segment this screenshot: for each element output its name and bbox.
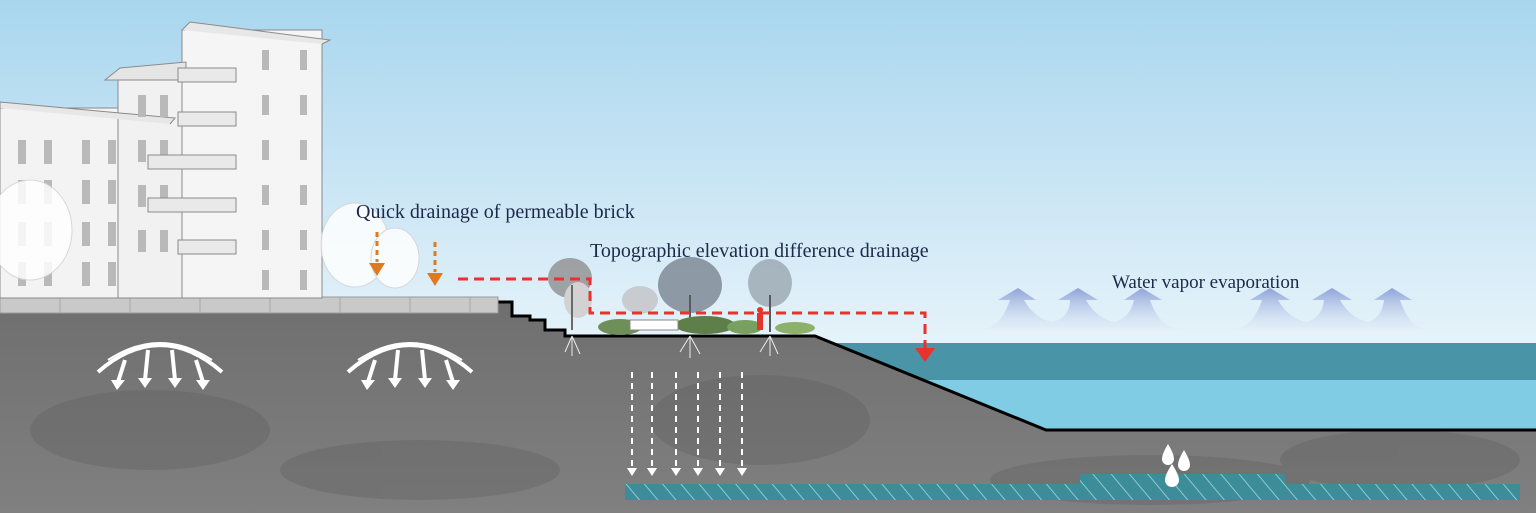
terrain-outline bbox=[498, 300, 1536, 432]
bench bbox=[629, 319, 679, 331]
quick-drainage-label: Quick drainage of permeable brick bbox=[356, 201, 635, 223]
person-red bbox=[757, 307, 763, 330]
evaporation-label: Water vapor evaporation bbox=[1112, 272, 1300, 293]
water-surface bbox=[820, 343, 1536, 383]
vapor-wave-icon bbox=[978, 288, 1185, 330]
topographic-drainage-label: Topographic elevation difference drainag… bbox=[590, 240, 929, 262]
groundwater-mound bbox=[1080, 474, 1285, 486]
orange-drain-arrow-2 bbox=[427, 242, 443, 286]
water-drops-icon bbox=[1162, 444, 1190, 487]
arch-arrows-icon bbox=[346, 342, 474, 383]
arch-arrows-icon bbox=[96, 342, 224, 383]
shrubs bbox=[598, 316, 815, 335]
permeable-paving bbox=[0, 296, 499, 314]
orange-drain-arrow-1 bbox=[369, 232, 385, 276]
ground-section bbox=[0, 302, 1536, 513]
red-flow-path bbox=[458, 277, 927, 348]
red-flow-arrowhead bbox=[915, 348, 935, 362]
tree-roots bbox=[564, 335, 779, 358]
groundwater-layer bbox=[625, 484, 1520, 500]
vapor-wave-icon bbox=[1230, 288, 1430, 330]
infiltration-arrows bbox=[631, 372, 743, 470]
